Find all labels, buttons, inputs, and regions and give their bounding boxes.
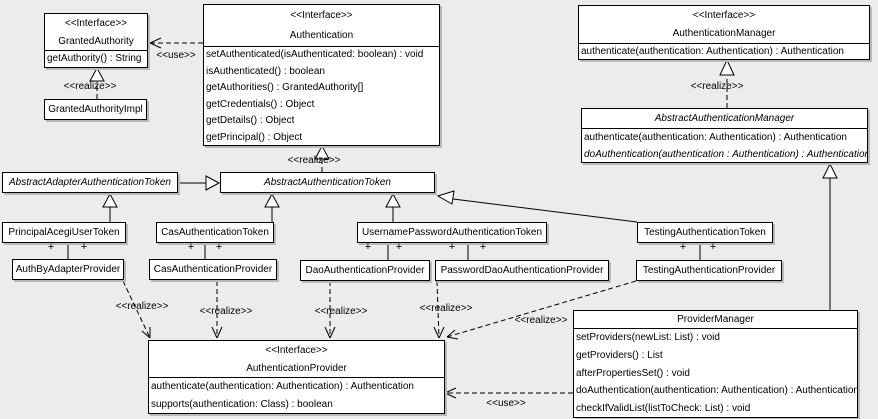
class-abstract-adapter-authentication-token[interactable]: AbstractAdapterAuthenticationToken [2,172,178,193]
class-name: UsernamePasswordAuthenticationToken [361,227,543,238]
stereotype-label: <<Interface>> [290,10,353,21]
class-name: TestingAuthenticationToken [644,227,766,238]
class-name: AuthByAdapterProvider [15,264,121,275]
edge-gen-usernamepasswordtoken [385,192,401,222]
method-label: doAuthentication(authentication : Authen… [584,149,867,160]
method-label: isAuthenticated() : boolean [206,65,325,77]
method-label: authenticate(authentication: Authenticat… [584,132,847,143]
class-name: AbstractAdapterAuthenticationToken [9,177,171,188]
class-abstract-authentication-token[interactable]: AbstractAuthenticationToken [220,172,435,193]
method-label: doAuthentication(authentication: Authent… [576,385,857,397]
multiplicity-label: + [364,241,372,253]
class-provider-manager[interactable]: ProviderManager setProviders(newList: Li… [573,310,858,418]
edge-use-authentication-grantedauthority [148,37,203,49]
class-name: CasAuthenticationProvider [153,264,273,275]
class-authentication-manager[interactable]: <<Interface>> AuthenticationManager auth… [578,5,870,60]
class-authentication-provider[interactable]: <<Interface>> AuthenticationProvider aut… [148,340,445,414]
multiplicity-label: + [47,241,55,253]
class-name: PrincipalAcegiUserToken [8,227,120,238]
class-name: AuthenticationManager [672,28,776,39]
use-label: <<use>> [156,50,196,61]
edge-gen-casauthenticationtoken [264,192,280,222]
class-cas-authentication-token[interactable]: CasAuthenticationToken [156,222,274,243]
class-name: GrantedAuthority [58,36,134,47]
realize-label: <<realize>> [419,303,473,314]
class-name: Authentication [289,30,354,41]
method-label: getProviders() : List [576,349,663,361]
class-dao-authentication-provider[interactable]: DaoAuthenticationProvider [300,260,430,281]
method-label: getDetails() : Object [206,115,295,126]
class-granted-authority-impl[interactable]: GrantedAuthorityImpl [44,99,147,120]
class-name: DaoAuthenticationProvider [305,265,425,276]
edge-realize-casauthenticationprovider [211,281,223,339]
realize-label: <<realize>> [63,81,117,92]
multiplicity-label: + [448,241,456,253]
class-abstract-authentication-manager[interactable]: AbstractAuthenticationManager authentica… [581,108,868,163]
class-name: AbstractAuthenticationManager [654,113,795,124]
edge-gen-principalacegiusertoken [102,192,118,222]
class-auth-by-adapter-provider[interactable]: AuthByAdapterProvider [12,259,124,280]
class-name: TestingAuthenticationProvider [642,265,776,276]
multiplicity-label: + [80,241,88,253]
method-label: supports(authentication: Class) : boolea… [151,398,333,410]
multiplicity-label: + [187,241,195,253]
edge-realize-authbyadapterprovider [122,280,151,339]
realize-label: <<realize>> [514,315,568,326]
class-cas-authentication-provider[interactable]: CasAuthenticationProvider [149,259,277,280]
method-label: getAuthorities() : GrantedAuthority[] [206,82,364,93]
edge-realize-grantedauthorityimpl [89,66,105,99]
method-label: setProviders(newList: List) : void [576,332,720,343]
edge-use-providermanager-authenticationprovider [443,387,573,399]
edge-realize-daoauthenticationprovider [324,281,336,339]
edge-realize-passworddaoauthenticationprovider [433,280,445,339]
edge-gen-providermanager [822,162,838,310]
stereotype-label: <<Interface>> [265,345,328,356]
stereotype-label: <<Interface>> [692,10,756,21]
edge-realize-abstractauthenticationmanager [719,58,735,108]
edge-realize-abstractauthenticationtoken [314,144,330,172]
multiplicity-label: + [679,241,687,253]
stereotype-label: <<Interface>> [64,18,128,29]
class-username-password-authentication-token[interactable]: UsernamePasswordAuthenticationToken [357,222,547,243]
multiplicity-label: + [479,241,487,253]
class-name: CasAuthenticationToken [161,227,269,238]
method-label: authenticate(authentication: Authenticat… [151,381,414,392]
edge-gen-testingauthenticationtoken [436,190,638,223]
multiplicity-label: + [709,241,717,253]
realize-label: <<realize>> [314,306,368,317]
class-name: AbstractAuthenticationToken [264,177,391,188]
class-testing-authentication-provider[interactable]: TestingAuthenticationProvider [636,260,782,281]
class-name: ProviderManager [677,314,754,325]
method-label: getCredentials() : Object [206,98,315,110]
realize-label: <<realize>> [690,81,744,92]
class-principal-acegi-user-token[interactable]: PrincipalAcegiUserToken [2,222,126,243]
method-label: setAuthenticated(isAuthenticated: boolea… [206,49,424,60]
class-testing-authentication-token[interactable]: TestingAuthenticationToken [637,222,773,243]
method-label: afterPropertiesSet() : void [576,367,690,379]
realize-label: <<realize>> [199,306,253,317]
use-label: <<use>> [486,398,526,409]
class-name: GrantedAuthorityImpl [48,104,143,115]
class-password-dao-authentication-provider[interactable]: PasswordDaoAuthenticationProvider [435,260,609,281]
class-name: AuthenticationProvider [246,363,347,374]
class-granted-authority[interactable]: <<Interface>> GrantedAuthority getAuthor… [44,13,148,68]
class-name: PasswordDaoAuthenticationProvider [440,265,604,276]
method-label: checkIfValidList(listToCheck: List) : vo… [576,403,751,415]
edge-realize-testingauthenticationprovider [446,280,637,340]
method-label: authenticate(authentication: Authenticat… [581,46,844,57]
edge-gen-abstractadapter-abstracttoken [178,175,221,191]
method-label: getAuthority() : String [47,53,142,64]
realize-label: <<realize>> [287,155,341,166]
multiplicity-label: + [395,241,403,253]
class-authentication[interactable]: <<Interface>> Authentication setAuthenti… [203,4,440,146]
method-label: getPrincipal() : Object [206,131,303,143]
multiplicity-label: + [215,241,223,253]
realize-label: <<realize>> [115,301,169,312]
